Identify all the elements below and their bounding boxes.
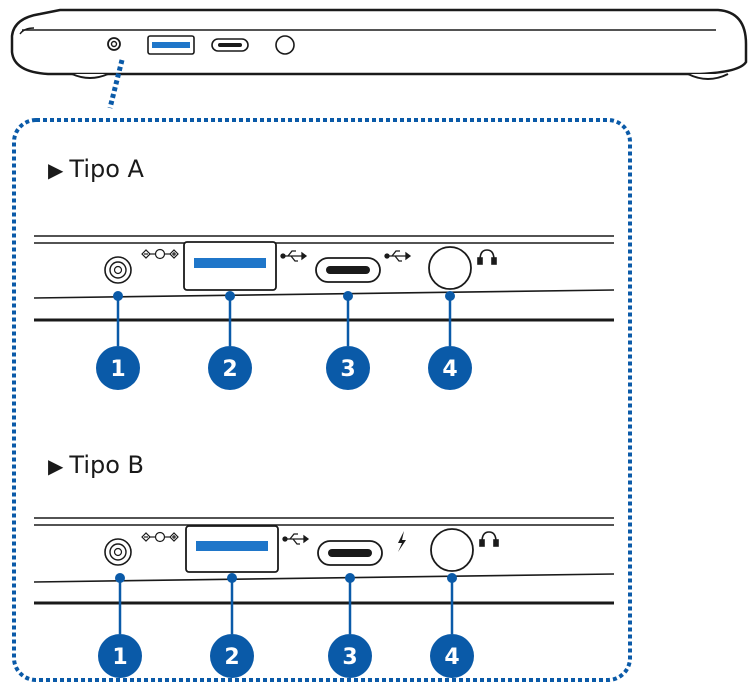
type-b-panel: 1 2 3 4 [33,517,615,678]
callout-leaders-a [113,291,455,346]
laptop-usb-a-port [147,35,195,55]
dc-in-port-a [104,256,132,284]
callout-leaders-b [115,573,457,634]
play-arrow-icon: ▶ [48,158,64,182]
number-badge-a-3: 3 [326,346,370,390]
usb-symbol-icon [384,250,412,262]
usb-symbol-icon [282,533,310,545]
svg-text:2: 2 [224,645,239,670]
usb-symbol-icon [280,250,308,262]
svg-text:3: 3 [342,645,357,670]
section-heading-label: Tipo B [69,451,144,479]
dc-power-polarity-icon [141,248,179,260]
svg-text:2: 2 [222,357,237,382]
laptop-foot-left [71,73,109,79]
zoom-callout-box [12,118,632,682]
number-badge-b-4: 4 [430,634,474,678]
svg-text:1: 1 [112,645,127,670]
svg-text:1: 1 [110,357,125,382]
laptop-audio-jack [275,35,295,55]
headset-icon [479,531,499,547]
svg-text:4: 4 [444,645,459,670]
section-heading-label: Tipo A [69,155,144,183]
type-a-panel: 1 2 3 4 [33,235,615,390]
headset-jack-b [430,528,474,572]
number-badge-b-3: 3 [328,634,372,678]
svg-text:3: 3 [340,357,355,382]
play-arrow-icon: ▶ [48,454,64,478]
laptop-side-view [10,8,748,109]
headset-icon [477,249,497,265]
headset-jack-a [428,246,472,290]
number-badge-a-1: 1 [96,346,140,390]
number-badge-b-1: 1 [98,634,142,678]
svg-text:4: 4 [442,357,457,382]
number-badge-a-4: 4 [428,346,472,390]
number-badge-a-2: 2 [208,346,252,390]
section-heading-type-a: ▶Tipo A [48,155,144,183]
dc-in-port-b [104,538,132,566]
thunderbolt-icon [398,531,406,552]
number-badge-b-2: 2 [210,634,254,678]
laptop-usb-c-port [211,38,249,52]
dc-power-polarity-icon [141,531,179,543]
laptop-body [10,8,748,76]
section-heading-type-b: ▶Tipo B [48,451,144,479]
laptop-foot-right [687,73,729,80]
